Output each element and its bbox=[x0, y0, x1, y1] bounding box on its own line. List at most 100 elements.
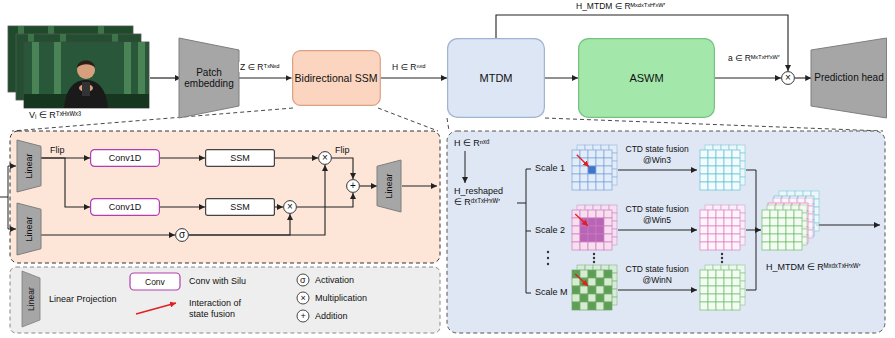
voxel-grid bbox=[596, 234, 604, 242]
state-fusion-arrow bbox=[575, 214, 588, 226]
voxel-grid bbox=[724, 286, 732, 294]
voxel-grid bbox=[580, 294, 588, 302]
legend-samples bbox=[136, 303, 176, 314]
conv1d-block: Conv1D bbox=[90, 149, 160, 167]
voxel-grid bbox=[732, 158, 740, 166]
voxel-grid bbox=[596, 294, 604, 302]
state-fusion-arrow bbox=[575, 274, 588, 286]
voxel-grid bbox=[588, 166, 596, 174]
voxel-grid bbox=[786, 242, 794, 250]
voxel-grid bbox=[732, 150, 740, 158]
voxel-grid bbox=[794, 242, 802, 250]
voxel-grid bbox=[732, 166, 740, 174]
ssm-block: SSM bbox=[205, 198, 275, 216]
voxel-grid bbox=[572, 226, 580, 234]
legend-samples bbox=[297, 292, 309, 304]
voxel-grid bbox=[572, 166, 580, 174]
voxel-grid bbox=[708, 286, 716, 294]
voxel-grid bbox=[580, 242, 588, 250]
voxel-grid bbox=[716, 158, 724, 166]
voxel-grid bbox=[700, 270, 708, 278]
legend-sample-text: σ bbox=[299, 275, 307, 286]
voxel-grid bbox=[588, 302, 596, 310]
voxel-grid bbox=[572, 234, 580, 242]
voxel-grid bbox=[724, 150, 732, 158]
tensor-shape-label: H_reshaped bbox=[453, 186, 504, 197]
voxel-grid bbox=[716, 174, 724, 182]
node-label: Linear bbox=[24, 153, 34, 178]
operation-label: CTD state fusion bbox=[625, 264, 690, 274]
node-label: Conv1D bbox=[109, 202, 142, 212]
voxel-grid bbox=[572, 182, 580, 190]
ellipsis-dots bbox=[721, 261, 723, 263]
node-label: ASWM bbox=[629, 72, 663, 85]
node-label: σ bbox=[179, 230, 185, 240]
voxel-grid bbox=[708, 182, 716, 190]
voxel-grid bbox=[770, 242, 778, 250]
connector bbox=[297, 193, 353, 207]
voxel-grid bbox=[700, 286, 708, 294]
voxel-grid bbox=[700, 145, 745, 190]
voxel-grid bbox=[604, 270, 612, 278]
tensor-shape-label: H_MTDM ∈ Rᴹˣᵈˣᵀˣᴴ′ˣᵂ′ bbox=[765, 262, 861, 273]
node-label: Linear bbox=[384, 173, 394, 198]
mtdm-wires bbox=[746, 230, 761, 231]
voxel-grid bbox=[604, 218, 612, 226]
video-frame bbox=[77, 61, 95, 79]
node-outline bbox=[176, 229, 189, 242]
voxel-grid bbox=[596, 226, 604, 234]
voxel-grid bbox=[762, 205, 807, 250]
voxel-grid bbox=[580, 302, 588, 310]
voxel-grid bbox=[580, 210, 588, 218]
zoom-lines bbox=[545, 118, 883, 131]
voxel-grid bbox=[716, 166, 724, 174]
voxel-grid bbox=[700, 205, 745, 250]
node-outline bbox=[206, 199, 275, 216]
node-outline bbox=[91, 150, 160, 167]
voxel-grid bbox=[588, 174, 596, 182]
node-label: Bidirectional SSM bbox=[295, 72, 378, 84]
voxel-grid bbox=[596, 218, 604, 226]
tensor-shape-label: ∈ Rᵈˣᵀˣᴴ′ˣᵂ′ bbox=[453, 197, 501, 208]
voxel-grid bbox=[580, 226, 588, 234]
voxel-grid bbox=[588, 294, 596, 302]
linear-projection: Linear bbox=[377, 160, 401, 212]
legend-text: Multiplication bbox=[314, 293, 368, 304]
input-split-wire bbox=[402, 186, 437, 187]
voxel-grid bbox=[724, 278, 732, 286]
node-outline bbox=[91, 199, 160, 216]
legend-sample-text: × bbox=[300, 293, 307, 304]
voxel-grid bbox=[572, 278, 580, 286]
mtdm-wires bbox=[526, 169, 531, 170]
connector bbox=[41, 234, 175, 235]
legend-text: Interaction of state fusion bbox=[188, 298, 258, 320]
voxel-grid bbox=[700, 278, 708, 286]
ellipsis-dots bbox=[721, 253, 723, 255]
voxel-grid bbox=[716, 218, 724, 226]
voxel-grid bbox=[794, 234, 802, 242]
voxel-grid bbox=[588, 218, 596, 226]
input-split-wire bbox=[0, 197, 8, 198]
mtdm-wires bbox=[526, 293, 531, 294]
mtdm-block: MTDM bbox=[447, 38, 545, 118]
voxel-grid bbox=[768, 198, 813, 243]
ellipsis-dots bbox=[547, 263, 549, 265]
video-frame bbox=[24, 42, 149, 108]
window-label: @WinN bbox=[642, 275, 673, 285]
voxel-grid bbox=[732, 286, 740, 294]
multiply-op: × bbox=[283, 200, 297, 214]
voxel-grid bbox=[716, 302, 724, 310]
connector bbox=[189, 165, 325, 235]
zoom-lines bbox=[12, 108, 293, 131]
prediction-head: Prediction head bbox=[811, 38, 887, 118]
voxel-grid bbox=[700, 218, 708, 226]
node-label: Prediction head bbox=[814, 72, 884, 84]
operation-label: CTD state fusion bbox=[625, 204, 690, 214]
voxel-grid bbox=[778, 226, 786, 234]
voxel-grid bbox=[732, 174, 740, 182]
voxel-grid bbox=[778, 242, 786, 250]
legend-sample-text: Linear bbox=[26, 286, 36, 312]
voxel-grid bbox=[588, 278, 596, 286]
voxel-grid bbox=[732, 242, 740, 250]
voxel-grid bbox=[708, 166, 716, 174]
